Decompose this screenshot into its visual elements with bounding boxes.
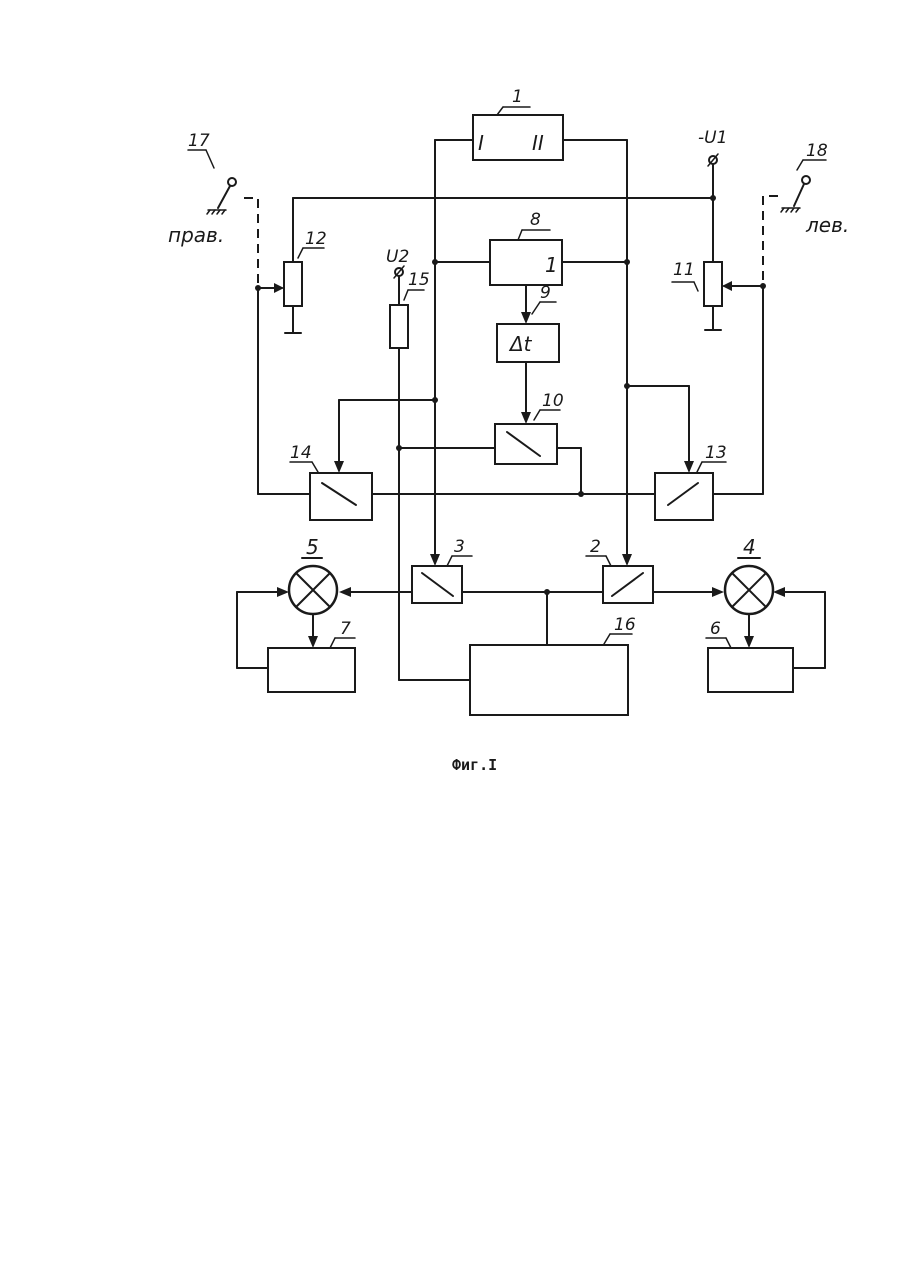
block-17-number: 17 bbox=[188, 131, 210, 151]
block-3-switch: 3 bbox=[412, 537, 472, 603]
block-18-number: 18 bbox=[806, 141, 828, 161]
block-4-number: 4 bbox=[743, 535, 756, 559]
block-14-number: 14 bbox=[290, 443, 312, 463]
switch-18-text: лев. bbox=[805, 213, 849, 237]
block-7-number: 7 bbox=[340, 619, 351, 639]
resistor-15: 15 bbox=[390, 270, 430, 348]
block-12-number: 12 bbox=[305, 229, 327, 249]
block-14-relay: 14 bbox=[290, 443, 372, 520]
block-2-number: 2 bbox=[590, 537, 601, 557]
block-8-number: 8 bbox=[530, 210, 541, 230]
potentiometer-11: 11 bbox=[672, 260, 722, 330]
block-10-number: 10 bbox=[542, 391, 564, 411]
block-1-input-I: I bbox=[478, 131, 484, 155]
lamp-5: 5 bbox=[289, 535, 337, 614]
figure-caption: Фиг.I bbox=[452, 756, 497, 774]
switch-17-text: прав. bbox=[168, 223, 224, 247]
block-2-switch: 2 bbox=[586, 537, 653, 603]
supply-u2: U2 bbox=[386, 247, 409, 278]
block-5-number: 5 bbox=[306, 535, 319, 559]
block-8-inner: 1 bbox=[545, 253, 558, 277]
block-15-number: 15 bbox=[408, 270, 430, 290]
block-6-number: 6 bbox=[710, 619, 721, 639]
block-9-inner: Δt bbox=[508, 332, 533, 356]
block-16: 16 bbox=[470, 615, 636, 715]
block-10-relay: 10 bbox=[495, 391, 564, 464]
block-13-number: 13 bbox=[705, 443, 727, 463]
supply-u1-label: -U1 bbox=[698, 128, 727, 148]
block-3-number: 3 bbox=[454, 537, 465, 557]
supply-u2-label: U2 bbox=[386, 247, 409, 267]
block-13-relay: 13 bbox=[655, 443, 727, 520]
switch-18-left: 18 лев. bbox=[781, 141, 849, 237]
potentiometer-12: 12 bbox=[284, 229, 327, 333]
block-7: 7 bbox=[268, 619, 355, 692]
block-1-number: 1 bbox=[512, 87, 523, 107]
block-9-delay: Δt 9 bbox=[497, 283, 559, 362]
block-1-input-II: II bbox=[532, 131, 544, 155]
block-11-number: 11 bbox=[673, 260, 695, 280]
block-8: 1 8 bbox=[490, 210, 562, 285]
switch-17-right: 17 прав. bbox=[168, 131, 236, 247]
lamp-4: 4 bbox=[725, 535, 773, 614]
block-16-number: 16 bbox=[614, 615, 636, 635]
block-9-number: 9 bbox=[540, 283, 551, 303]
supply-u1: -U1 bbox=[698, 128, 727, 166]
block-1: I II 1 bbox=[473, 87, 563, 160]
